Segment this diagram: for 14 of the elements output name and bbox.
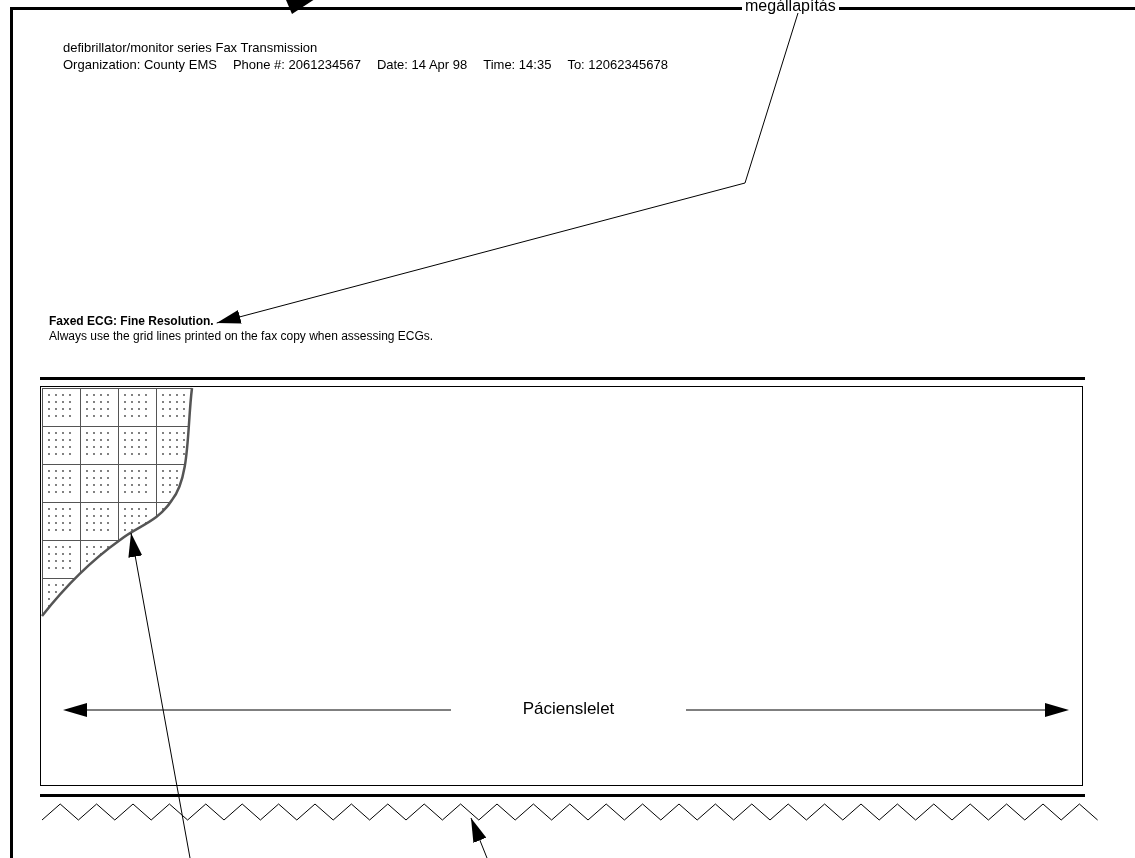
arrow <box>128 532 191 858</box>
header-field: Organization: County EMS <box>63 57 217 72</box>
callout-label: megállapítás <box>742 0 839 14</box>
header-field: Time: 14:35 <box>483 57 552 72</box>
header-field: Date: 14 Apr 98 <box>376 57 468 72</box>
arrow <box>470 817 488 858</box>
header-field: To: 12062345678 <box>567 57 668 72</box>
patient-report-box <box>40 386 1083 786</box>
note-heading: Faxed ECG: Fine Resolution. <box>49 314 214 328</box>
header-field: Phone #: 2061234567 <box>232 57 361 72</box>
header-title: defibrillator/monitor series Fax Transmission <box>63 40 319 55</box>
section-label: Pácienslelet <box>521 699 616 719</box>
note-text: Always use the grid lines printed on the fax copy when assessing ECGs. <box>49 329 435 343</box>
arrow <box>216 12 799 324</box>
